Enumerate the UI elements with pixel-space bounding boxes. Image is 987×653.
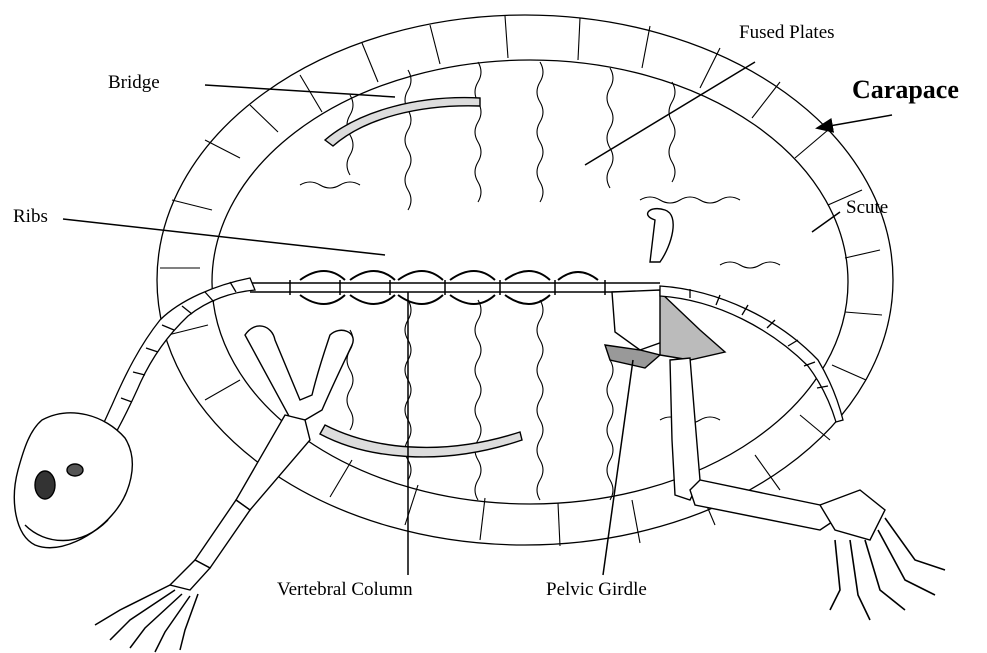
label-bridge: Bridge	[108, 73, 160, 92]
skull	[14, 413, 132, 548]
rib-arches	[300, 271, 598, 304]
label-vertebral-column: Vertebral Column	[277, 580, 413, 599]
vertebral-column	[250, 271, 660, 304]
label-pelvic-girdle: Pelvic Girdle	[546, 580, 647, 599]
label-carapace: Carapace	[852, 77, 959, 103]
label-ribs: Ribs	[13, 207, 48, 226]
label-fused-plates: Fused Plates	[739, 23, 835, 42]
carapace-arrow	[818, 115, 892, 128]
ribs-leader	[63, 219, 385, 255]
label-scute: Scute	[846, 198, 888, 217]
skull-eye-socket	[35, 471, 55, 499]
front-limb	[170, 326, 353, 590]
front-foot-claws	[95, 585, 198, 652]
fused-plates-leader	[585, 62, 755, 165]
bridge-bone	[325, 98, 480, 146]
skull-nasal-opening	[67, 464, 83, 476]
fused-plate-seams	[300, 62, 780, 500]
